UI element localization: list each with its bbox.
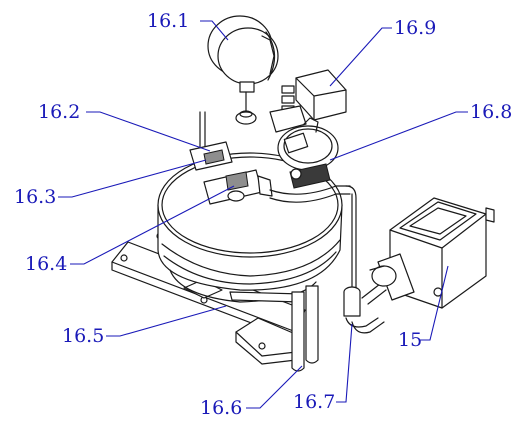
mounting-bracket: [111, 232, 306, 365]
leader-16-4: [70, 185, 235, 265]
leader-16-7: [336, 323, 353, 403]
label-16-3: 16.3: [14, 186, 56, 208]
label-15: 15: [398, 329, 422, 351]
leader-16-5: [106, 305, 227, 337]
label-16-1: 16.1: [147, 10, 189, 32]
label-16-4: 16.4: [25, 253, 67, 275]
label-16-6: 16.6: [200, 397, 242, 419]
pressure-gauge: [207, 15, 279, 125]
leader-16-3: [58, 159, 207, 198]
connecting-tubes: [269, 185, 387, 334]
leader-15: [420, 265, 449, 341]
leader-16-6: [246, 365, 303, 409]
leader-16-9: [329, 27, 392, 87]
pressure-switch: [269, 69, 347, 133]
label-16-7: 16.7: [293, 391, 335, 413]
label-16-8: 16.8: [470, 101, 512, 123]
label-16-9: 16.9: [394, 17, 436, 39]
leader-16-1: [200, 20, 229, 41]
label-16-2: 16.2: [38, 101, 80, 123]
label-16-5: 16.5: [62, 325, 104, 347]
thermostat-unit: [277, 117, 339, 189]
leader-16-2: [86, 111, 211, 152]
leader-lines: [58, 20, 468, 409]
pump-assembly: [369, 197, 495, 309]
callout-labels: 16.1 16.9 16.2 16.8 16.3 16.4 16.5 16.6 …: [14, 10, 512, 419]
leader-16-8: [329, 111, 468, 161]
boiler-body: [157, 152, 343, 372]
solenoid-valves: [189, 111, 273, 205]
